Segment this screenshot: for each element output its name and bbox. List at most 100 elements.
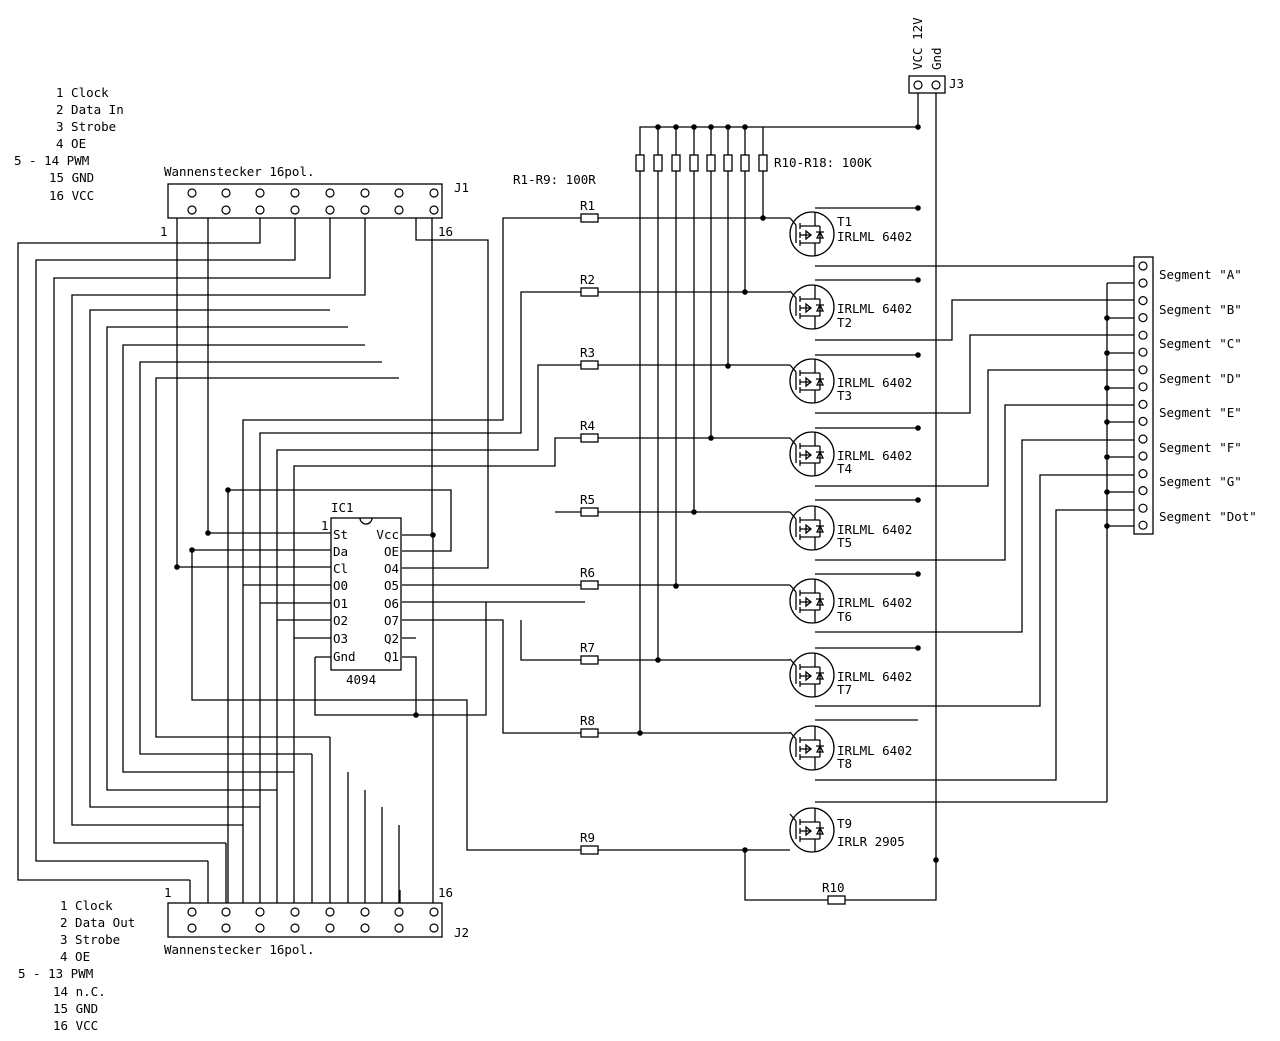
junction-dot bbox=[915, 497, 921, 503]
connector-j3-ref: J3 bbox=[949, 76, 964, 91]
legend-line: 4 OE bbox=[60, 949, 90, 964]
connector-pin bbox=[290, 188, 300, 198]
ic1-pin-label: OE bbox=[384, 544, 399, 559]
ic1-pin-label: O1 bbox=[333, 596, 348, 611]
junction-dot bbox=[205, 530, 211, 536]
resistor-r5 bbox=[580, 507, 599, 517]
legend-line: 3 Strobe bbox=[60, 932, 120, 947]
transistor-part: IRLML 6402 bbox=[837, 301, 912, 316]
junction-dot bbox=[413, 712, 419, 718]
legend-line: 4 OE bbox=[56, 136, 86, 151]
ic1-pin-label: O4 bbox=[384, 561, 399, 576]
connector-pin bbox=[255, 907, 265, 917]
connector-j3-vcc-label: VCC 12V bbox=[910, 17, 925, 70]
connector-pin bbox=[325, 205, 335, 215]
mosfet-body bbox=[789, 211, 835, 257]
mosfet-diode bbox=[815, 303, 825, 312]
resistor-r9 bbox=[580, 845, 599, 855]
connector-j1-name: Wannenstecker 16pol. bbox=[164, 164, 315, 179]
mosfet-gate-lead bbox=[789, 437, 797, 446]
junction-dot bbox=[725, 124, 731, 130]
mosfet-5 bbox=[789, 505, 835, 551]
junction-dot bbox=[915, 645, 921, 651]
connector-pin bbox=[394, 188, 404, 198]
mosfet-8 bbox=[789, 725, 835, 771]
ic1-pin-label: Cl bbox=[333, 561, 348, 576]
transistor-ref: T2 bbox=[837, 315, 852, 330]
junction-dot bbox=[915, 124, 921, 130]
ic1-pin-label: O5 bbox=[384, 578, 399, 593]
junction-dot bbox=[1104, 315, 1110, 321]
legend-line: 16 VCC bbox=[49, 188, 94, 203]
junction-dot bbox=[708, 435, 714, 441]
ic1-body bbox=[330, 517, 402, 671]
connector-pin bbox=[1138, 399, 1148, 409]
junction-dot bbox=[742, 847, 748, 853]
connector-pin bbox=[429, 205, 439, 215]
ic1-pin-label: O6 bbox=[384, 596, 399, 611]
resistor-label: R1 bbox=[580, 198, 595, 213]
ic1-shift-register: IC1 1 4094 St Da Cl O0 O1 O2 O3 Gnd Vcc … bbox=[321, 500, 402, 687]
connector-j3-gnd-label: Gnd bbox=[929, 47, 944, 70]
resistor bbox=[740, 154, 750, 172]
transistor-ref: T3 bbox=[837, 388, 852, 403]
legend-line: 2 Data Out bbox=[60, 915, 135, 930]
segment-label: Segment "B" bbox=[1159, 302, 1242, 317]
mosfet-body bbox=[789, 284, 835, 330]
junction-dot bbox=[1104, 385, 1110, 391]
mosfet-9 bbox=[789, 807, 835, 853]
mosfet-terminals bbox=[795, 506, 821, 550]
ic1-notch bbox=[359, 517, 373, 525]
mosfet-body bbox=[789, 578, 835, 624]
ic1-pin-label: Gnd bbox=[333, 649, 356, 664]
junction-dot bbox=[760, 215, 766, 221]
gate-resistors: R1 R2 R3 R4 R5 R6 R7 R8 R9 R10 bbox=[580, 198, 846, 905]
mosfet-body bbox=[789, 358, 835, 404]
connector-pin bbox=[1138, 434, 1148, 444]
mosfet-arrow bbox=[805, 743, 813, 755]
connector-j1-pin-last: 16 bbox=[438, 224, 453, 239]
mosfet-arrow bbox=[805, 596, 813, 608]
resistor bbox=[635, 154, 645, 172]
segment-label: Segment "D" bbox=[1159, 371, 1242, 386]
connector-j2: 1 16 J2 Wannenstecker 16pol. bbox=[164, 885, 469, 957]
connector-j2-pin-last: 16 bbox=[438, 885, 453, 900]
connector-pin bbox=[429, 188, 439, 198]
resistor-label: R5 bbox=[580, 492, 595, 507]
connector-pin bbox=[187, 923, 197, 933]
mosfet-diode bbox=[815, 671, 825, 680]
connector-pin bbox=[394, 205, 404, 215]
connector-pin bbox=[255, 923, 265, 933]
resistor-r10 bbox=[827, 895, 846, 905]
mosfet-gate-lead bbox=[789, 584, 797, 593]
legend-line: 14 n.C. bbox=[53, 984, 106, 999]
ic1-ref: IC1 bbox=[331, 500, 354, 515]
resistor-r7 bbox=[580, 655, 599, 665]
mosfet-terminals bbox=[795, 285, 821, 329]
junction-dot bbox=[742, 124, 748, 130]
resistor-r1 bbox=[580, 213, 599, 223]
ic1-pin-label: Vcc bbox=[376, 527, 399, 542]
mosfet-terminals bbox=[795, 212, 821, 256]
connector-pin bbox=[1138, 365, 1148, 375]
legend-line: 16 VCC bbox=[53, 1018, 98, 1033]
junction-dot bbox=[915, 205, 921, 211]
connector-pin bbox=[290, 205, 300, 215]
resistor-label: R10 bbox=[822, 880, 845, 895]
resistor-label: R8 bbox=[580, 713, 595, 728]
connector-pin bbox=[429, 923, 439, 933]
connector-pin bbox=[187, 188, 197, 198]
junction-dot bbox=[915, 571, 921, 577]
resistor-r6 bbox=[580, 580, 599, 590]
connector-pin bbox=[187, 907, 197, 917]
connector-pin bbox=[221, 923, 231, 933]
junction-dot bbox=[1104, 350, 1110, 356]
mosfet-diode bbox=[815, 450, 825, 459]
mosfet-diode bbox=[815, 524, 825, 533]
junction-dot bbox=[189, 547, 195, 553]
ic1-pin-label: Q2 bbox=[384, 631, 399, 646]
ic1-part: 4094 bbox=[346, 672, 376, 687]
mosfet-diode bbox=[815, 597, 825, 606]
resistor bbox=[671, 154, 681, 172]
mosfet-array bbox=[789, 211, 835, 853]
